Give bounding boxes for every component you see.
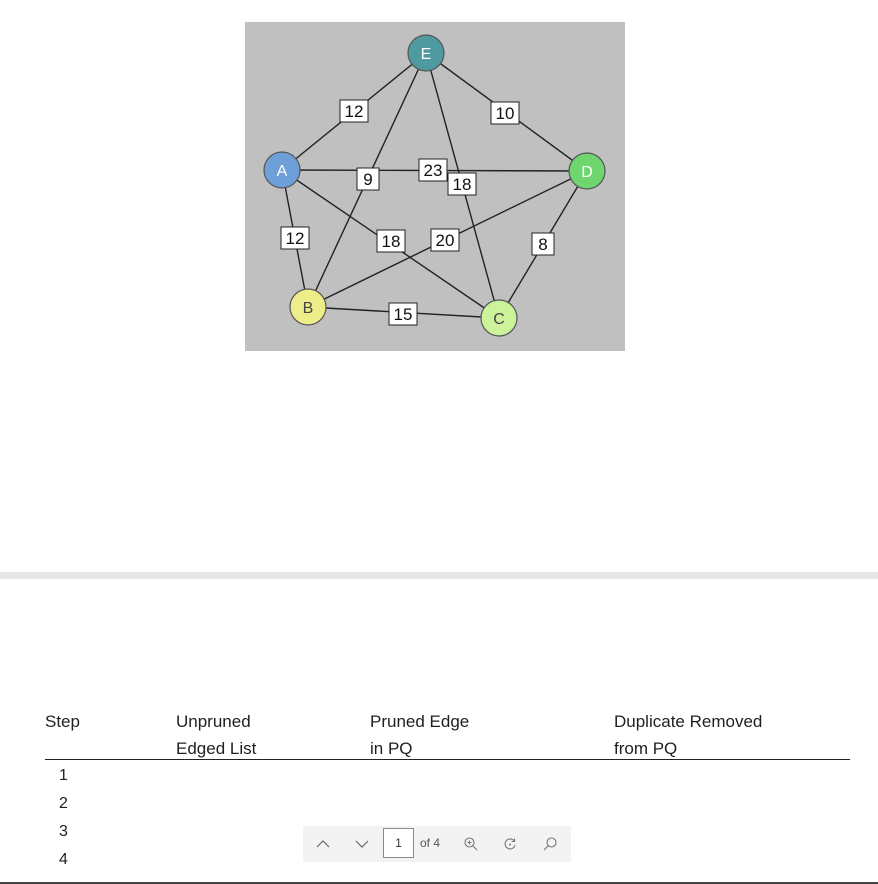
- edge-weight-ED: 10: [490, 101, 520, 125]
- svg-text:C: C: [493, 311, 505, 328]
- graph-node-A: A: [263, 151, 301, 189]
- document-page-1: 12 10 9 23 18 12 18 20 8 15 E A D B C: [245, 22, 625, 351]
- svg-text:12: 12: [286, 229, 305, 248]
- edge-weight-AD: 23: [418, 158, 448, 182]
- svg-text:23: 23: [424, 161, 443, 180]
- svg-text:9: 9: [363, 170, 372, 189]
- chevron-up-icon[interactable]: [311, 832, 335, 856]
- header-step: Step: [45, 712, 80, 731]
- graph-diagram: 12 10 9 23 18 12 18 20 8 15 E A D B C: [263, 34, 606, 337]
- graph-node-D: D: [568, 152, 606, 190]
- edge-weight-BC: 15: [388, 302, 418, 326]
- rotate-icon[interactable]: [498, 832, 522, 856]
- edge-weight-EB: 9: [356, 167, 380, 191]
- graph-node-E: E: [407, 34, 445, 72]
- table-header-rule: [45, 759, 850, 760]
- graph-figure: 12 10 9 23 18 12 18 20 8 15 E A D B C: [245, 22, 625, 351]
- step-number: 2: [59, 795, 68, 812]
- graph-node-B: B: [289, 288, 327, 326]
- edge-weight-EC: 18: [447, 172, 477, 196]
- step-number: 4: [59, 851, 68, 868]
- page-bottom-rule: [0, 882, 878, 884]
- svg-text:E: E: [421, 46, 432, 63]
- svg-text:18: 18: [382, 232, 401, 251]
- edge-weight-BD: 20: [430, 228, 460, 252]
- svg-text:12: 12: [345, 102, 364, 121]
- step-number: 1: [59, 767, 68, 784]
- svg-text:B: B: [303, 300, 314, 317]
- graph-node-C: C: [480, 299, 518, 337]
- svg-text:20: 20: [436, 231, 455, 250]
- header-unpruned: Unpruned Edged List: [176, 712, 257, 758]
- pdf-toolbar: of 4: [303, 826, 571, 862]
- zoom-in-icon[interactable]: [459, 832, 483, 856]
- search-icon[interactable]: [538, 832, 562, 856]
- page-total-label: of 4: [420, 836, 441, 850]
- svg-text:18: 18: [453, 175, 472, 194]
- edge-weight-AE: 12: [339, 99, 369, 123]
- chevron-down-icon[interactable]: [350, 832, 374, 856]
- svg-text:10: 10: [496, 104, 515, 123]
- page-number-input[interactable]: [383, 828, 414, 858]
- edge-weight-AC: 18: [376, 229, 406, 253]
- header-pruned: Pruned Edge in PQ: [370, 712, 470, 758]
- svg-text:D: D: [581, 164, 593, 181]
- svg-text:15: 15: [394, 305, 413, 324]
- edge-weight-DC: 8: [531, 232, 555, 256]
- page-separator: [0, 572, 878, 579]
- edge-weight-AB: 12: [280, 226, 310, 250]
- step-number: 3: [59, 823, 68, 840]
- header-duplicate: Duplicate Removed from PQ: [614, 712, 763, 758]
- svg-text:8: 8: [538, 235, 547, 254]
- svg-text:A: A: [277, 163, 288, 180]
